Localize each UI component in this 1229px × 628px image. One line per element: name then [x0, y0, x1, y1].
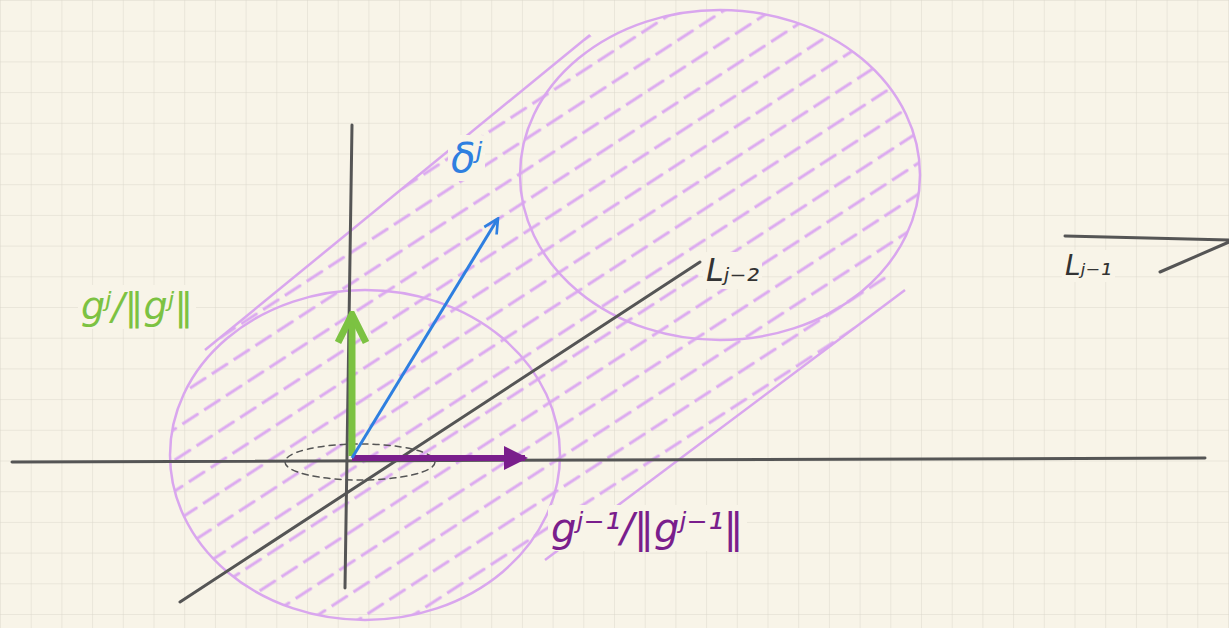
gradient-arrow: [349, 318, 356, 456]
cylinder: [170, 10, 920, 620]
math-label: Lⱼ₋₂: [703, 252, 762, 289]
axes: [12, 125, 1229, 602]
direction-arrow: [352, 220, 497, 458]
previous-gradient-arrow: [352, 455, 525, 461]
math-label: Lⱼ₋₁: [1062, 250, 1115, 282]
math-label: δʲ: [448, 135, 485, 181]
math-label: gʲ⁻¹/‖gʲ⁻¹‖: [548, 505, 747, 551]
math-label: gʲ/‖gʲ‖: [78, 285, 196, 329]
